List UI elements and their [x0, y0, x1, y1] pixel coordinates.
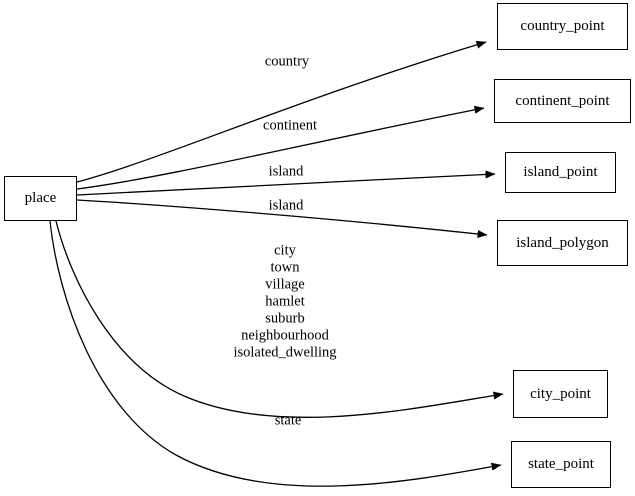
node-island-point[interactable]: island_point: [505, 152, 616, 193]
node-city-point-label: city_point: [530, 385, 591, 402]
node-country-point-label: country_point: [520, 18, 605, 34]
node-place[interactable]: place: [4, 176, 77, 221]
node-island-point-label: island_point: [523, 164, 598, 180]
node-island-polygon[interactable]: island_polygon: [497, 220, 628, 266]
node-state-point[interactable]: state_point: [511, 441, 611, 488]
edge-place-to-continent-point: [76, 105, 485, 190]
edge-place-to-island-point: [76, 170, 496, 196]
edge-place-to-country-point: [76, 40, 487, 183]
edge-place-to-state-point: [49, 220, 502, 487]
node-state-point-label: state_point: [528, 456, 594, 472]
node-place-label: place: [24, 190, 57, 206]
node-continent-point[interactable]: continent_point: [494, 79, 631, 123]
edge-place-to-island-polygon: [76, 199, 488, 238]
node-island-polygon-label: island_polygon: [516, 234, 609, 251]
edge-place-to-city-point: [55, 220, 504, 418]
node-country-point[interactable]: country_point: [497, 3, 628, 50]
node-continent-point-label: continent_point: [515, 92, 610, 109]
node-city-point[interactable]: city_point: [513, 370, 608, 418]
